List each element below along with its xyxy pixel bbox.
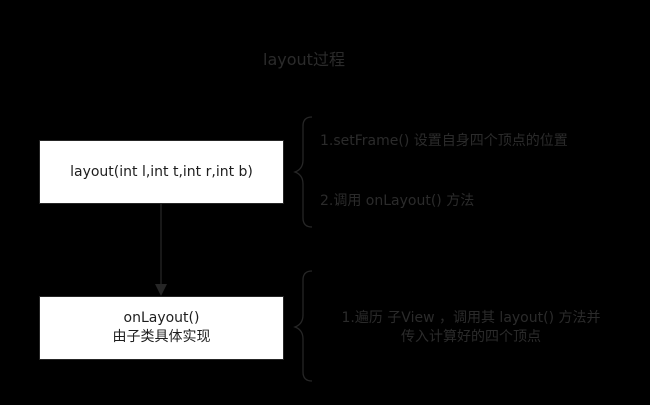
onlayout-step-line-2: 传入计算好的四个顶点 xyxy=(401,329,541,345)
flow-arrow-head xyxy=(155,284,167,296)
onlayout-brace xyxy=(293,270,313,382)
onlayout-method-box: onLayout() 由子类具体实现 xyxy=(39,296,284,360)
layout-method-label: layout(int l,int t,int r,int b) xyxy=(70,163,253,180)
layout-method-box: layout(int l,int t,int r,int b) xyxy=(39,140,284,204)
diagram-title: layout过程 xyxy=(263,50,345,69)
onlayout-step-line-1: 1.遍历 子View ，调用其 layout() 方法并 xyxy=(341,310,601,326)
layout-brace xyxy=(293,116,313,228)
layout-step-call-onlayout: 2.调用 onLayout() 方法 xyxy=(320,193,475,209)
layout-step-setframe: 1.setFrame() 设置自身四个顶点的位置 xyxy=(320,133,568,149)
onlayout-method-description: 由子类具体实现 xyxy=(112,329,211,345)
onlayout-step-traverse-children: 1.遍历 子View ，调用其 layout() 方法并 传入计算好的四个顶点 xyxy=(318,309,624,347)
onlayout-method-label: onLayout() xyxy=(123,310,200,326)
